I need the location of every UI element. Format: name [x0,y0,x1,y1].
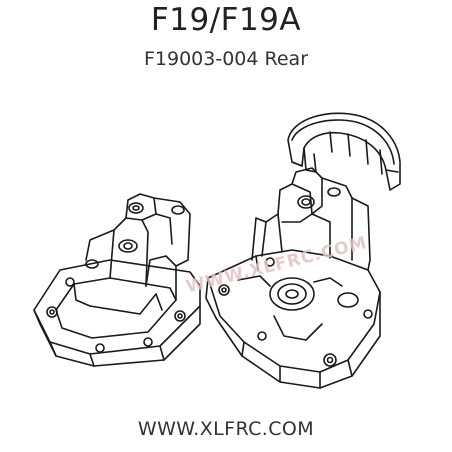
website-footer: WWW.XLFRC.COM [137,418,315,440]
product-model-title: F19/F19A [150,2,302,38]
gear-cover-part [287,112,401,191]
left-housing-part [33,193,201,367]
right-housing-part [205,167,381,389]
gearbox-housing-drawing [33,112,401,389]
part-number-subtitle: F19003-004 Rear [143,48,309,70]
